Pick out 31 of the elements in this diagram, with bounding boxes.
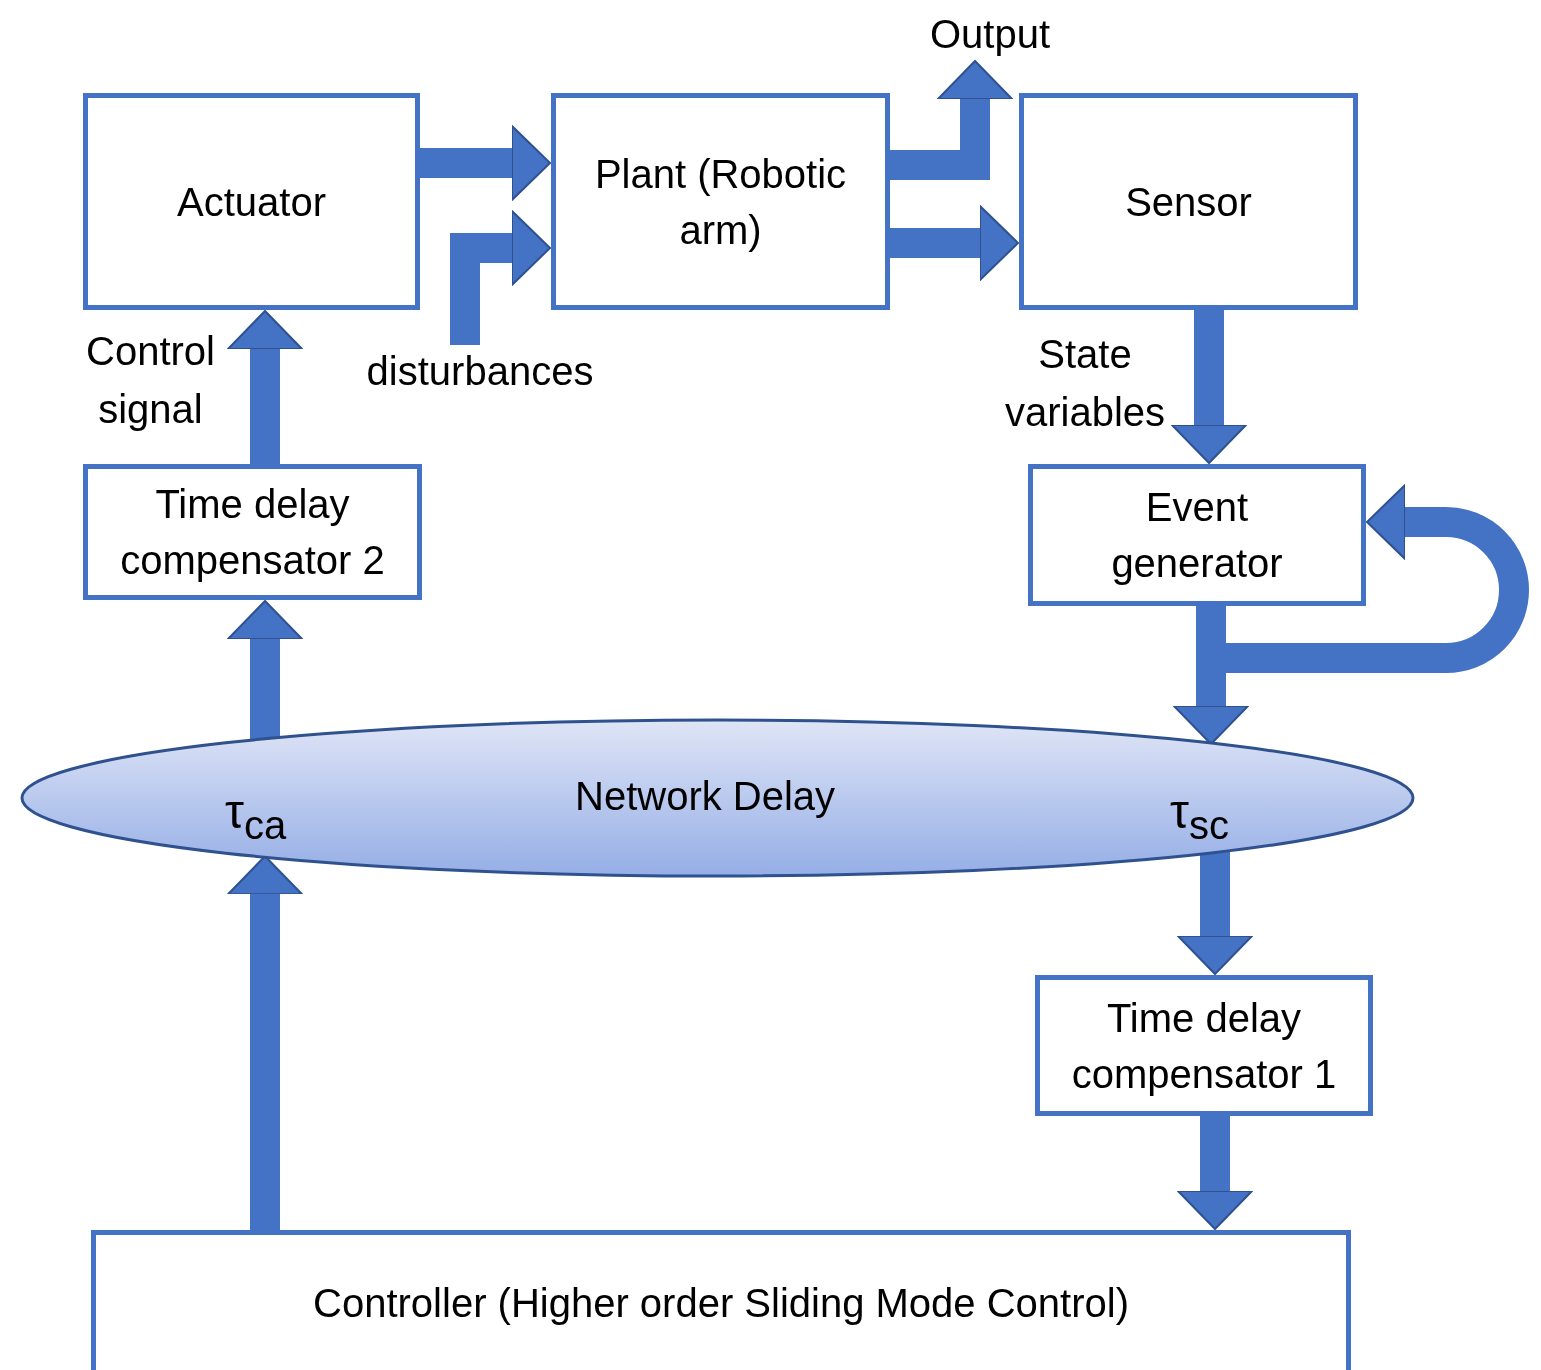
block-arrow xyxy=(450,210,551,345)
node-label: Sensor xyxy=(1125,178,1252,226)
event-generator-box xyxy=(1028,464,1366,606)
node-label: Actuator xyxy=(177,178,326,226)
network-ellipse xyxy=(20,718,1415,878)
output-label: Output xyxy=(915,8,1065,60)
block-arrow xyxy=(227,855,303,1230)
symbol-label: τ$_{ca}$ xyxy=(225,788,287,845)
block-arrow xyxy=(1177,1116,1253,1230)
symbol-label: τ$_{sc}$ xyxy=(1170,788,1229,845)
block-arrow xyxy=(890,205,1019,281)
compensator-box xyxy=(83,464,422,600)
block-arrow xyxy=(1171,310,1247,464)
node-label: Network Delay xyxy=(575,773,836,820)
block-arrow xyxy=(420,125,551,201)
node-label: Controller (Higher order Sliding Mode Control) xyxy=(313,1279,1129,1327)
actuator-box xyxy=(83,93,420,310)
node-label: Plant (Robotic arm) xyxy=(593,150,848,254)
node-label: Time delay compensator 1 xyxy=(1070,994,1338,1098)
node-label: Time delay compensator 2 xyxy=(119,481,386,584)
block-arrow xyxy=(1177,850,1253,975)
disturbance-label: disturbances xyxy=(350,345,610,397)
edge-label: Control signal xyxy=(85,328,216,433)
controller-box xyxy=(91,1230,1351,1370)
compensator-box xyxy=(1035,975,1373,1116)
sensor-box xyxy=(1019,93,1358,310)
block-arrow xyxy=(227,600,303,741)
plant-box xyxy=(551,93,890,310)
node-label: Event generator xyxy=(1110,484,1284,587)
block-arrow xyxy=(227,310,303,464)
edge-label: State variables xyxy=(1003,331,1167,436)
